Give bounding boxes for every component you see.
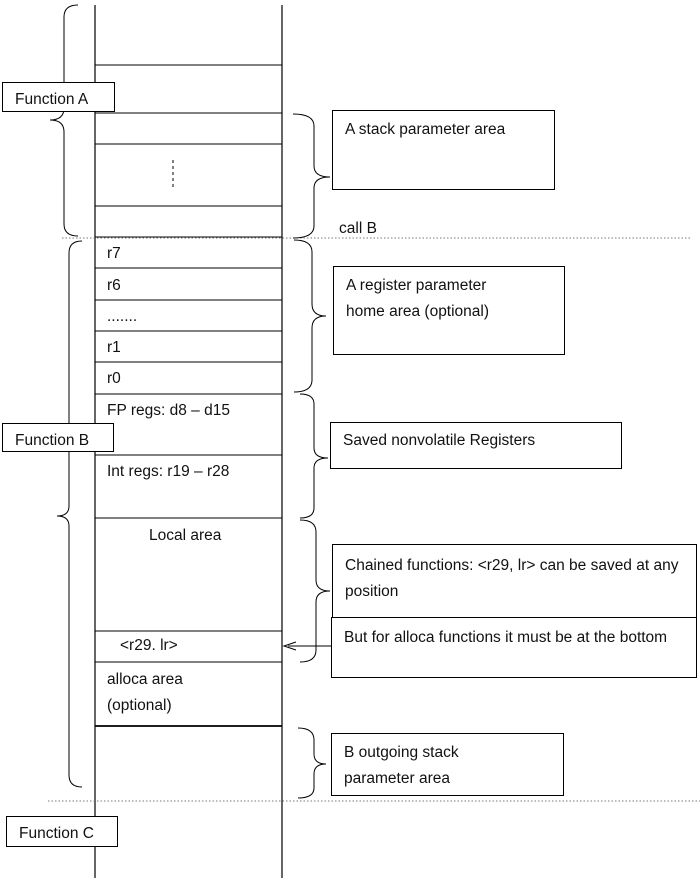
slot-fp-lr: <r29. lr> — [120, 637, 178, 654]
slot-fp-regs: FP regs: d8 – d15 — [107, 402, 230, 419]
alloca-bottom-note: But for alloca functions it must be at t… — [331, 617, 697, 678]
slot-ellipsis: ....... — [107, 308, 138, 325]
brace-stack-param-area — [292, 113, 331, 239]
slot-alloca-area: alloca area (optional) — [107, 671, 183, 714]
slot-int-regs: Int regs: r19 – r28 — [107, 463, 230, 480]
stack-slot-separators — [95, 64, 282, 727]
function-b-label: Function B — [2, 423, 114, 452]
function-c-label: Function C — [6, 816, 118, 847]
slot-r7: r7 — [107, 245, 121, 262]
function-a-label: Function A — [2, 82, 115, 112]
fp-lr-pointer-arrowhead — [282, 641, 297, 651]
brace-outgoing-area — [297, 727, 327, 799]
chained-functions-note: Chained functions: <r29, lr> can be save… — [332, 544, 697, 618]
brace-function-b — [56, 240, 83, 788]
stack-parameter-area-note: A stack parameter area — [332, 110, 555, 190]
saved-nonvolatile-note: Saved nonvolatile Registers — [330, 422, 622, 469]
call-b-label: call B — [339, 220, 377, 237]
slot-local-area: Local area — [149, 527, 222, 544]
outgoing-stack-area-note: B outgoing stack parameter area — [331, 733, 564, 796]
slot-r6: r6 — [107, 277, 121, 294]
brace-saved-registers — [299, 393, 329, 519]
brace-register-home-area — [293, 239, 327, 393]
slot-r0: r0 — [107, 370, 121, 387]
brace-function-a — [49, 4, 79, 237]
register-home-area-note: A register parameter home area (optional… — [333, 266, 565, 355]
brace-local-area — [299, 519, 331, 663]
slot-r1: r1 — [107, 339, 121, 356]
